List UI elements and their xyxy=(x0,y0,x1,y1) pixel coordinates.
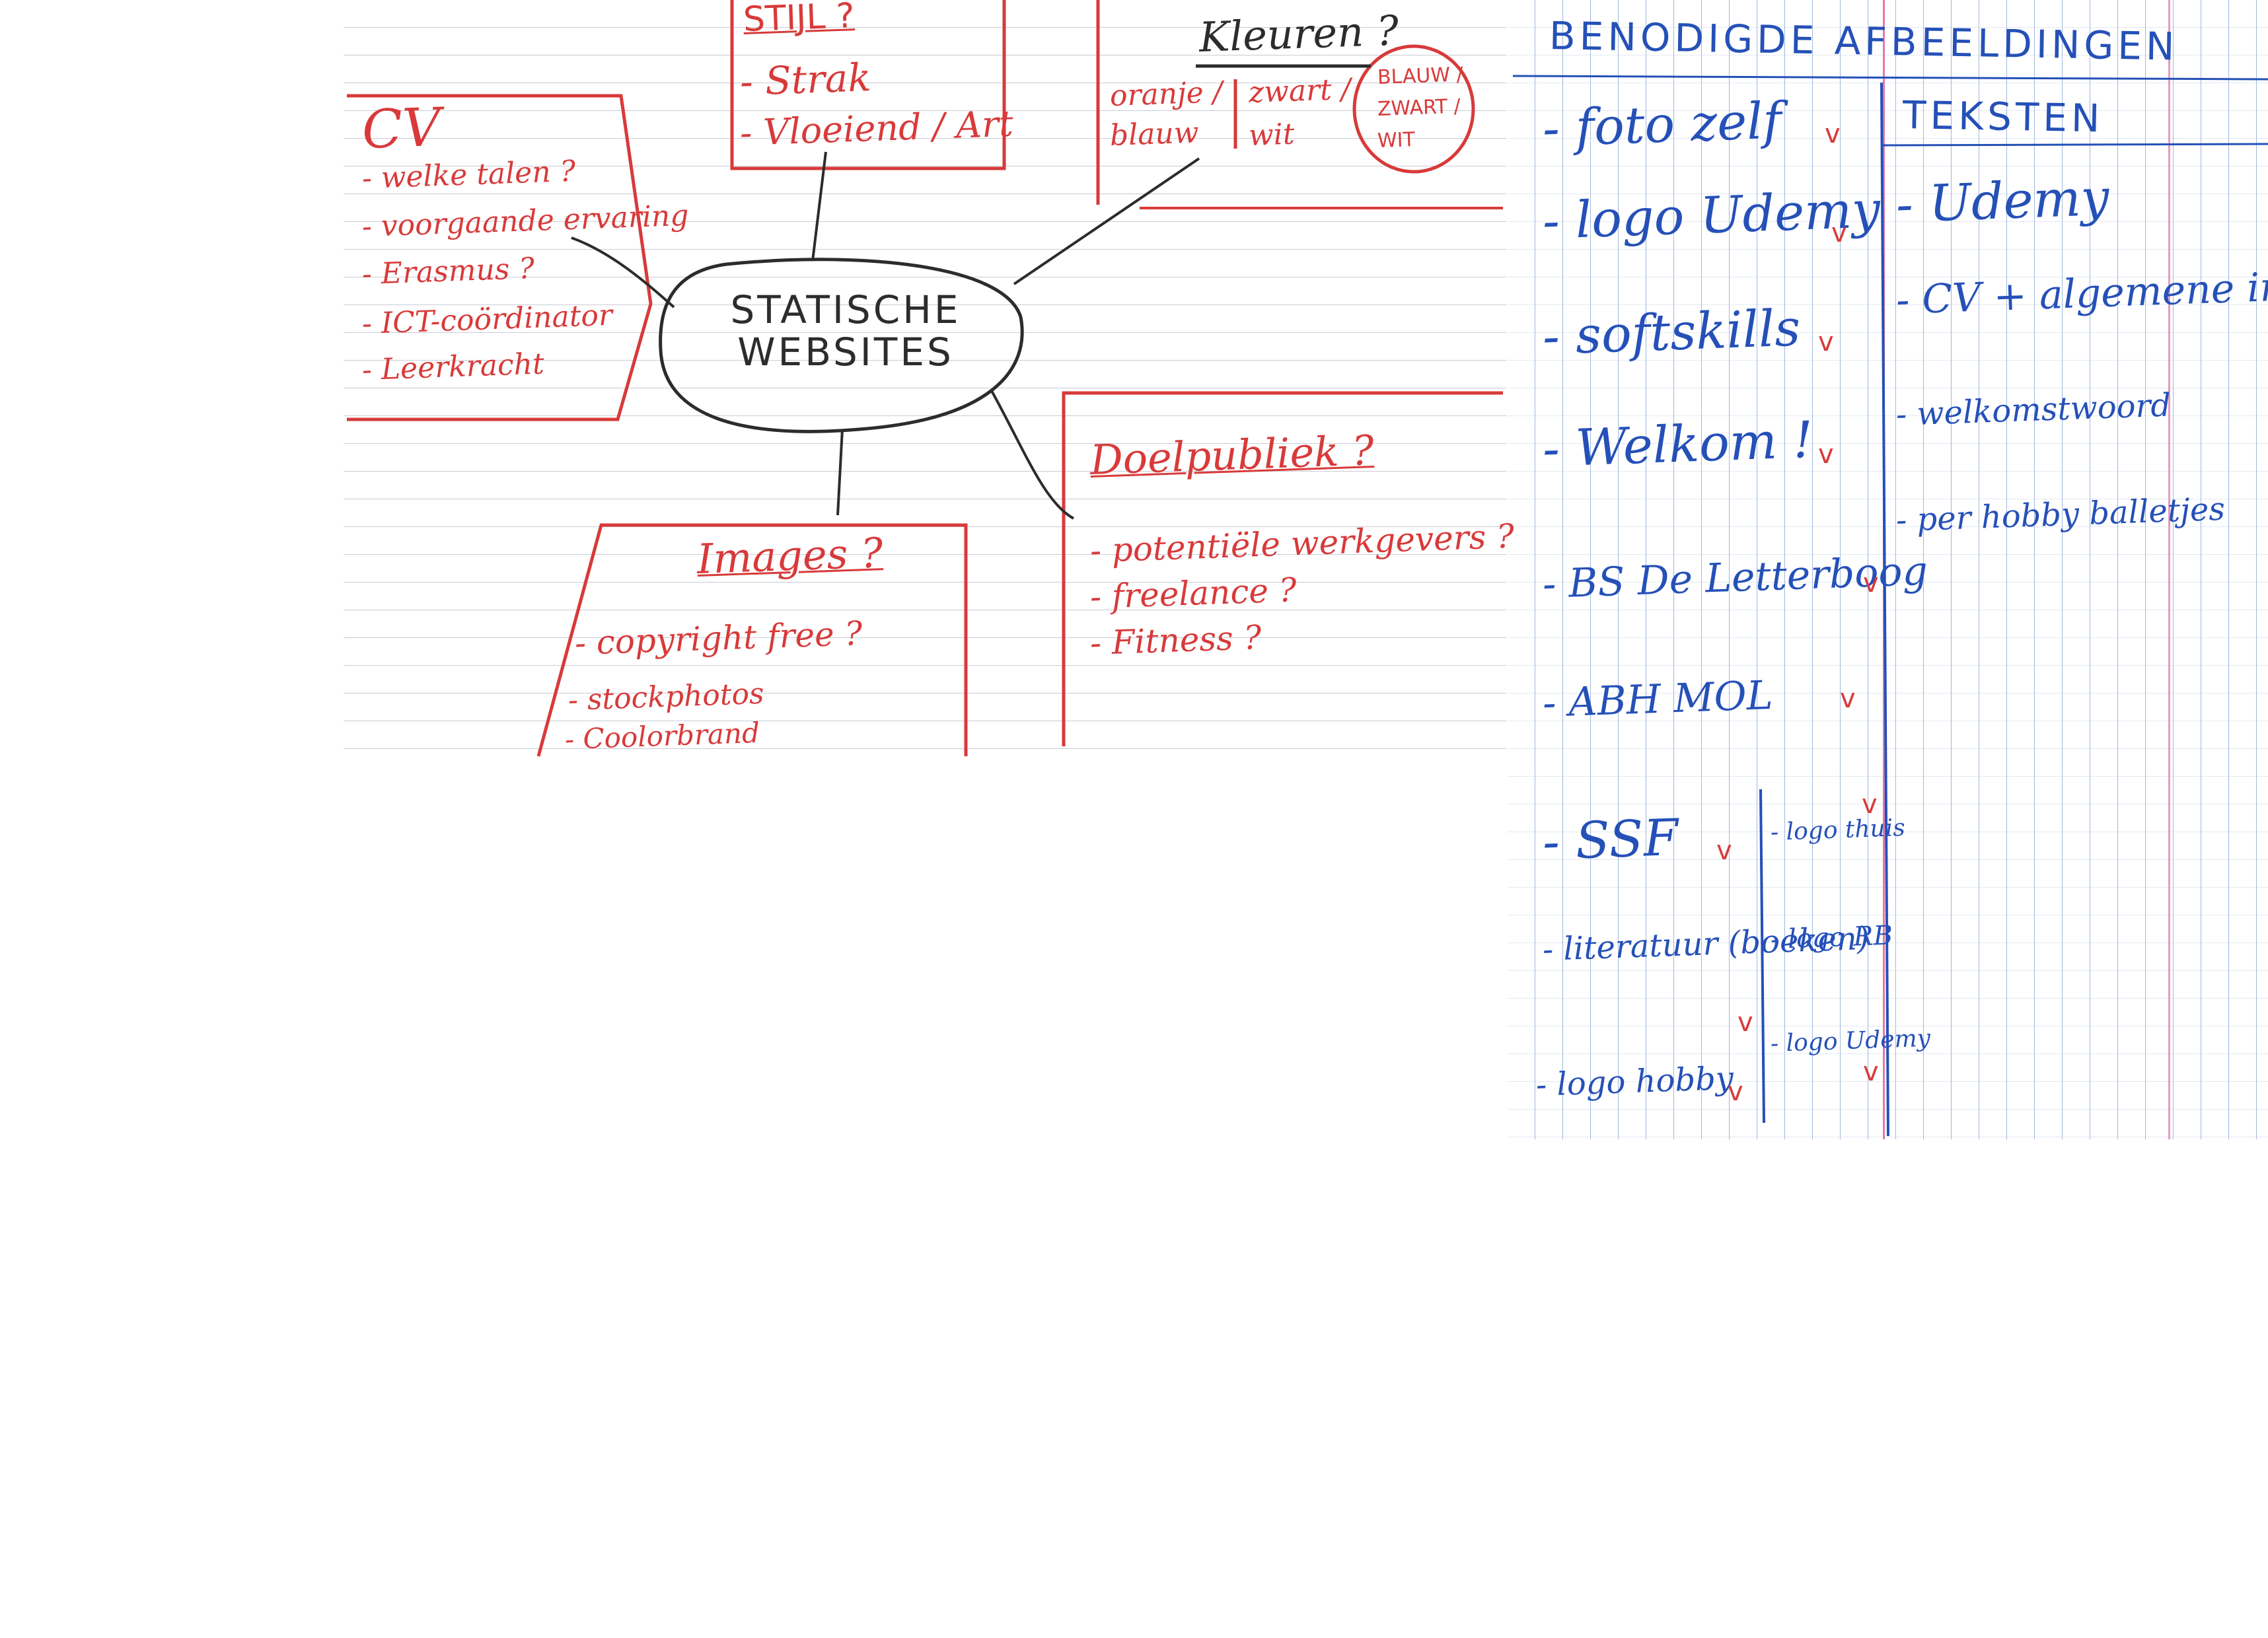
afbeelding-item-3: - softskills xyxy=(1541,298,1802,366)
check-mark-icon: v xyxy=(1831,218,1847,248)
sub-item-1: - logo thuis xyxy=(1770,814,1906,846)
check-mark-icon: v xyxy=(1825,119,1841,149)
kleuren-circled-3: WIT xyxy=(1377,128,1416,153)
connector-kleuren xyxy=(1013,157,1200,285)
kleuren-circle xyxy=(1352,44,1475,174)
check-mark-icon: v xyxy=(1863,568,1879,598)
kleuren-col2-line1: zwart / xyxy=(1248,72,1352,110)
images-title: Images ? xyxy=(696,528,884,583)
cv-item-5: - Leerkracht xyxy=(361,347,545,387)
check-mark-icon: v xyxy=(1738,1007,1753,1038)
tekst-item-1: - Udemy xyxy=(1895,167,2110,234)
cv-box-outline xyxy=(347,94,653,421)
stijl-title: STIJL ? xyxy=(742,0,856,40)
center-line-2: WEBSITES xyxy=(737,329,954,374)
stijl-box-outline xyxy=(730,0,1006,170)
afbeelding-item-2: - logo Udemy xyxy=(1541,180,1882,250)
connector-images xyxy=(836,429,844,516)
images-item-3: - Coolorbrand xyxy=(564,716,760,756)
kleuren-circled-1: BLAUW / xyxy=(1377,63,1464,89)
sub-item-2: - logo RB xyxy=(1770,920,1893,955)
right-notebook-page xyxy=(1508,0,2268,1139)
cv-title: CV xyxy=(361,96,442,160)
teksten-vertical-line xyxy=(1880,82,1889,1137)
check-mark-icon: v xyxy=(1863,1057,1879,1087)
check-mark-icon: v xyxy=(1818,327,1834,357)
images-box-outline xyxy=(536,523,968,757)
check-mark-icon: v xyxy=(1818,439,1834,470)
center-node: STATISCHE WEBSITES xyxy=(700,289,991,374)
check-mark-icon: v xyxy=(1728,1077,1743,1107)
center-line-1: STATISCHE xyxy=(730,287,961,332)
afbeeldingen-header-underline xyxy=(1512,75,2268,81)
stijl-item-1: - Strak xyxy=(739,55,872,104)
check-mark-icon: v xyxy=(1840,684,1856,714)
teksten-header-underline xyxy=(1881,143,2268,147)
afbeelding-item-1: - foto zelf xyxy=(1541,90,1782,158)
sub-list-bracket xyxy=(1759,789,1765,1123)
kleuren-title: Kleuren ? xyxy=(1198,6,1400,61)
kleuren-circled-2: ZWART / xyxy=(1377,94,1461,121)
connector-doelpubliek xyxy=(990,389,1074,520)
center-ellipse xyxy=(659,258,1024,433)
kleuren-col2-line2: wit xyxy=(1248,117,1296,153)
teksten-header: TEKSTEN xyxy=(1902,92,2104,141)
cv-item-3: - Erasmus ? xyxy=(361,251,535,291)
margin-line xyxy=(2168,0,2170,1139)
afbeelding-item-6: - ABH MOL xyxy=(1541,672,1774,727)
doelpubliek-item-3: - Fitness ? xyxy=(1089,618,1262,662)
sub-item-3: - logo Udemy xyxy=(1770,1024,1931,1057)
kleuren-col1-line2: blauw xyxy=(1109,116,1200,153)
kleuren-col1-line1: oranje / xyxy=(1109,75,1224,113)
images-item-2: - stockphotos xyxy=(567,676,765,717)
check-mark-icon: v xyxy=(1716,836,1732,866)
doelpubliek-box-outline xyxy=(1062,391,1503,746)
check-mark-icon: v xyxy=(1862,789,1878,820)
doelpubliek-item-2: - freelance ? xyxy=(1089,571,1298,616)
connector-stijl xyxy=(811,151,827,262)
afbeelding-item-7: - SSF xyxy=(1541,807,1679,871)
afbeelding-item-4: - Welkom ! xyxy=(1541,410,1814,478)
left-notebook-page xyxy=(344,0,1506,760)
afbeelding-item-9: - logo hobby xyxy=(1535,1059,1734,1104)
doelpubliek-title: Doelpubliek ? xyxy=(1089,426,1375,484)
connector-cv xyxy=(571,236,675,308)
